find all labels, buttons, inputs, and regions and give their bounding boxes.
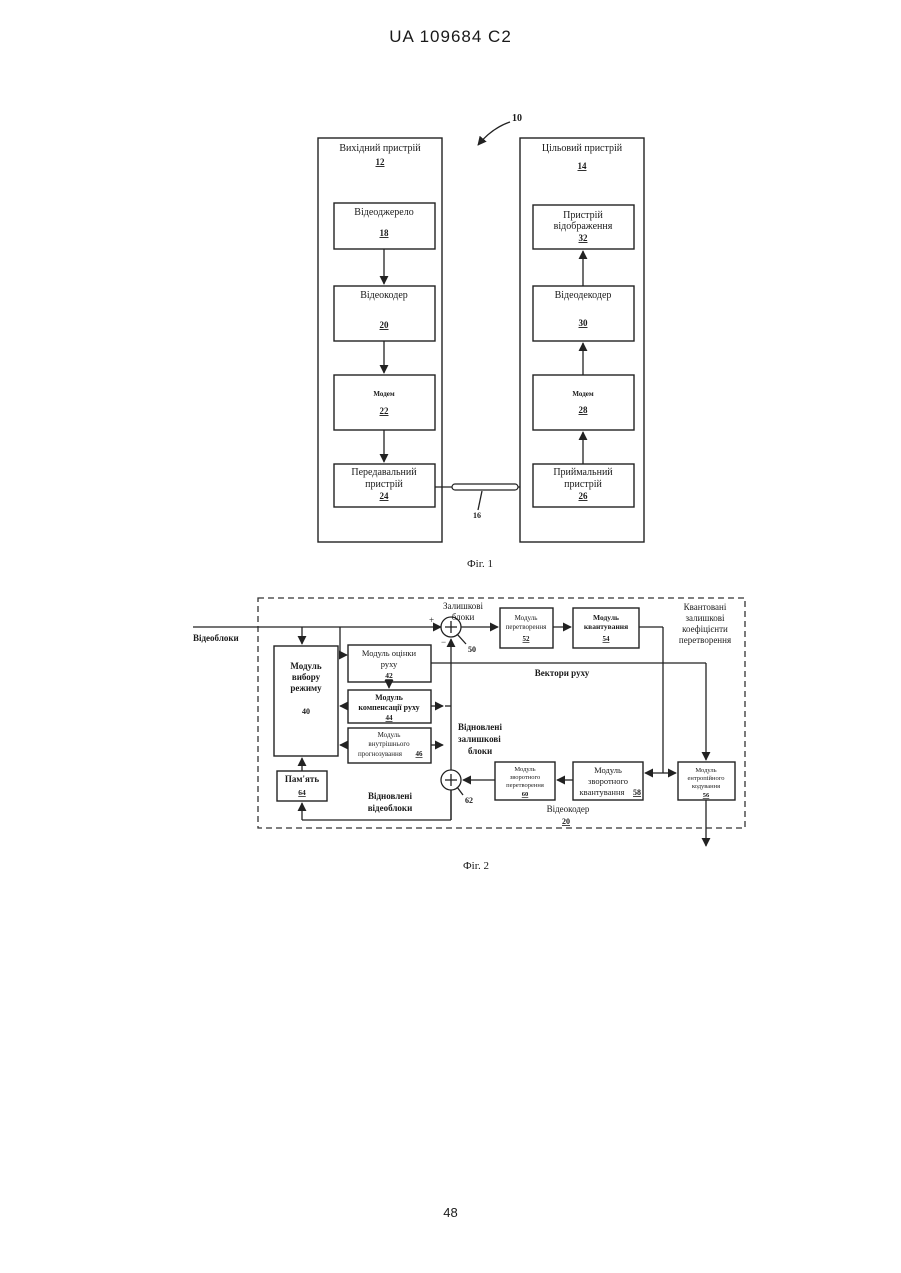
target-device-ref: 14 [578, 161, 588, 171]
fig2-diagram: Відеоблоки + − 50 Залишкові блоки Модуль… [193, 598, 745, 872]
entropy-line1: Модуль [695, 767, 716, 774]
quantized-line4: перетворення [679, 635, 731, 645]
inv-transform-line2: зворотного [510, 774, 541, 781]
motion-est-ref: 42 [385, 671, 393, 680]
mode-select-ref: 40 [302, 707, 310, 716]
video-source-label: Відеоджерело [354, 207, 413, 218]
memory-ref: 64 [298, 788, 306, 797]
adder-50-leader [457, 634, 466, 644]
motion-comp-line1: Модуль [375, 693, 404, 702]
intra-pred-ref: 46 [416, 750, 424, 758]
transform-line1: Модуль [515, 614, 538, 622]
intra-pred-line2: внутрішнього [368, 740, 410, 748]
video-decoder-ref: 30 [579, 318, 589, 328]
motion-est-line2: руху [381, 659, 398, 669]
motion-comp-ref: 44 [386, 714, 394, 722]
encoder-ref: 20 [562, 817, 570, 826]
quantized-line2: залишкові [685, 613, 725, 623]
restored-video-line2: відеоблоки [368, 803, 413, 813]
inv-quant-line1: Модуль [594, 765, 622, 775]
target-device-title: Цільовий пристрій [542, 143, 623, 154]
residual-line2: блоки [452, 612, 475, 622]
adder-62-leader [457, 787, 463, 795]
transmitter-line1: Передавальний [351, 467, 417, 478]
transmitter-ref: 24 [380, 491, 390, 501]
intra-pred-line1: Модуль [378, 731, 401, 739]
quantization-line1: Модуль [593, 613, 619, 622]
adder-50-minus: − [441, 637, 446, 647]
memory-label: Пам'ять [285, 774, 319, 784]
encoder-label: Відеокодер [547, 804, 590, 814]
restored-video-line1: Відновлені [368, 791, 412, 801]
adder-50-plus: + [429, 615, 434, 625]
receiver-line2: пристрій [564, 479, 602, 490]
source-device-title: Вихідний пристрій [339, 143, 421, 154]
video-encoder-label: Відеокодер [360, 290, 408, 301]
quantized-line3: коефіцієнти [682, 624, 728, 634]
input-label: Відеоблоки [193, 633, 239, 643]
receiver-ref: 26 [579, 491, 589, 501]
mode-select-line3: режиму [290, 683, 322, 693]
display-ref: 32 [579, 233, 589, 243]
video-source-ref: 18 [380, 228, 390, 238]
display-line1: Пристрій [563, 210, 603, 221]
inv-transform-line3: перетворення [506, 782, 544, 789]
fig1-caption: Фіг. 1 [467, 558, 493, 570]
video-encoder-ref: 20 [380, 320, 390, 330]
intra-pred-line3: прогнозування [358, 750, 403, 758]
restored-residual-line2: залишкові [458, 734, 501, 744]
fig1-diagram: 10 Вихідний пристрій 12 Відеоджерело 18 … [318, 113, 644, 570]
video-decoder-label: Відеодекодер [555, 290, 612, 301]
entropy-line3: кодування [692, 783, 720, 790]
entropy-ref: 56 [703, 792, 710, 799]
page-number: 48 [0, 1205, 901, 1220]
restored-residual-line1: Відновлені [458, 722, 502, 732]
quantized-line1: Квантовані [684, 602, 727, 612]
source-modem-box [334, 375, 435, 430]
mode-select-line2: вибору [292, 672, 321, 682]
inv-quant-ref: 58 [633, 788, 641, 797]
fig2-caption: Фіг. 2 [463, 860, 489, 872]
residual-line1: Залишкові [443, 601, 483, 611]
motion-vectors-label: Вектори руху [535, 668, 590, 678]
transform-ref: 52 [523, 635, 531, 643]
channel-link [452, 484, 518, 490]
system-ref: 10 [512, 113, 522, 124]
transmitter-line2: пристрій [365, 479, 403, 490]
adder-62-ref: 62 [465, 796, 473, 805]
source-device-ref: 12 [376, 157, 386, 167]
inv-quant-line3: квантування [580, 787, 625, 797]
restored-residual-line3: блоки [468, 746, 492, 756]
channel-leader [478, 491, 482, 510]
motion-comp-line2: компенсації руху [358, 703, 419, 712]
transform-line2: перетворення [506, 623, 547, 631]
system-ref-arrow [478, 122, 510, 145]
target-modem-ref: 28 [579, 405, 589, 415]
source-modem-label: Модем [373, 390, 394, 398]
display-line2: відображення [554, 221, 613, 232]
inv-transform-line1: Модуль [514, 766, 535, 773]
entropy-line2: ентропійного [687, 775, 724, 782]
mode-select-line1: Модуль [290, 661, 321, 671]
receiver-line1: Приймальний [553, 467, 613, 478]
inv-transform-ref: 60 [522, 791, 529, 798]
motion-est-line1: Модуль оцінки [362, 648, 417, 658]
channel-ref: 16 [473, 511, 481, 520]
source-modem-ref: 22 [380, 406, 390, 416]
quantization-line2: квантування [584, 622, 628, 631]
target-modem-box [533, 375, 634, 430]
adder-50-ref: 50 [468, 645, 476, 654]
target-modem-label: Модем [572, 390, 593, 398]
inv-quant-line2: зворотного [588, 776, 628, 786]
quantization-ref: 54 [603, 635, 611, 643]
